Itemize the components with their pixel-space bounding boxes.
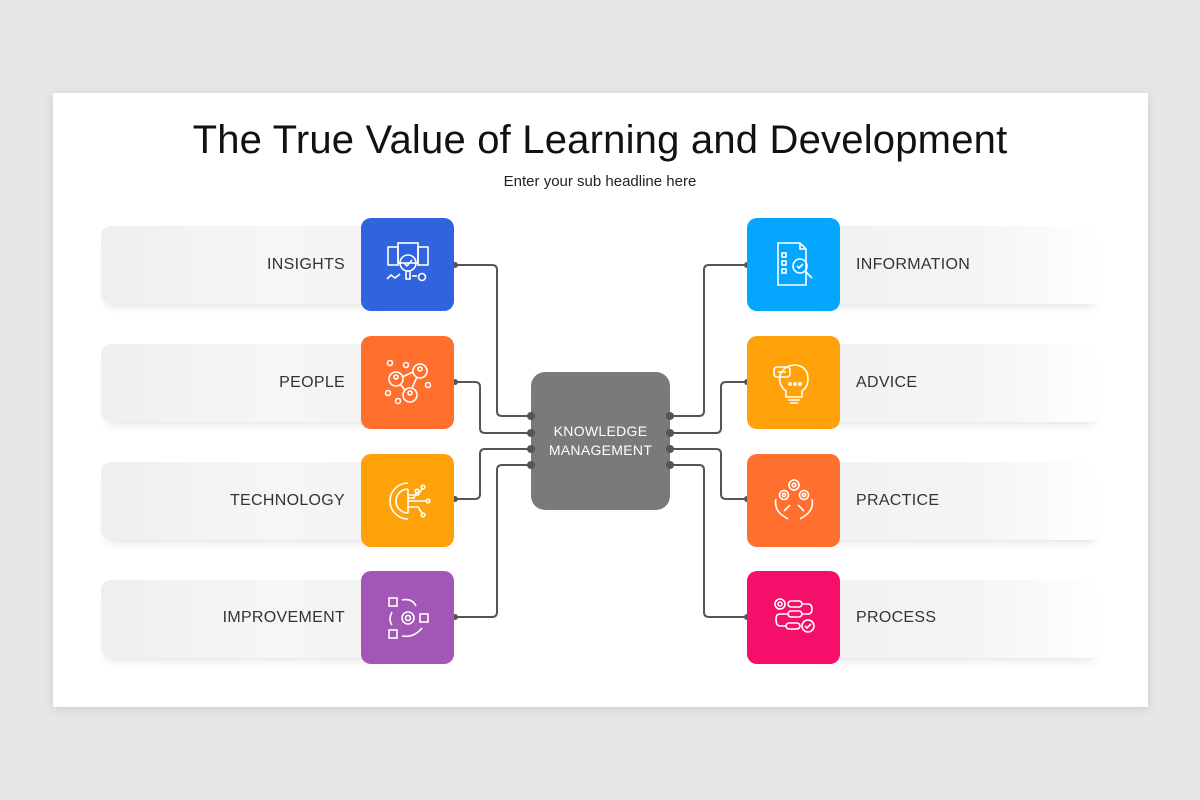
tech-gear-circuit-icon [388, 481, 431, 520]
label-improvement: IMPROVEMENT [222, 609, 345, 626]
icon-box-improvement [361, 571, 454, 664]
document-search-icon [776, 241, 813, 286]
icon-box-practice [747, 454, 840, 547]
label-process: PROCESS [856, 609, 937, 626]
label-advice: ADVICE [856, 374, 918, 391]
lightbulb-chat-icon [772, 363, 809, 404]
icon-box-insights [361, 218, 454, 311]
people-network-icon [384, 359, 431, 404]
card-insights [101, 226, 391, 304]
process-flow-icon [773, 597, 815, 633]
card-process [810, 580, 1100, 658]
icon-box-information [747, 218, 840, 311]
page-subtitle: Enter your sub headline here [503, 173, 697, 190]
page-title: The True Value of Learning and Developme… [192, 118, 1008, 162]
center-node-knowledge-management: KNOWLEDGE MANAGEMENT [531, 372, 670, 510]
improvement-cycle-icon [387, 596, 429, 639]
label-people: PEOPLE [279, 374, 345, 391]
center-line1: KNOWLEDGE [553, 423, 648, 439]
label-insights: INSIGHTS [267, 256, 345, 273]
label-practice: PRACTICE [856, 492, 940, 509]
card-improvement [101, 580, 391, 658]
card-technology [101, 462, 391, 540]
card-information [810, 226, 1100, 304]
label-technology: TECHNOLOGY [229, 492, 345, 509]
card-people [101, 344, 391, 422]
icon-box-people [361, 336, 454, 429]
icon-box-process [747, 571, 840, 664]
card-advice [810, 344, 1100, 422]
icon-box-technology [361, 454, 454, 547]
hands-gears-icon [774, 478, 813, 520]
insights-analysis-icon [385, 241, 429, 281]
center-line2: MANAGEMENT [548, 442, 653, 458]
label-information: INFORMATION [856, 256, 971, 273]
icon-box-advice [747, 336, 840, 429]
card-practice [810, 462, 1100, 540]
